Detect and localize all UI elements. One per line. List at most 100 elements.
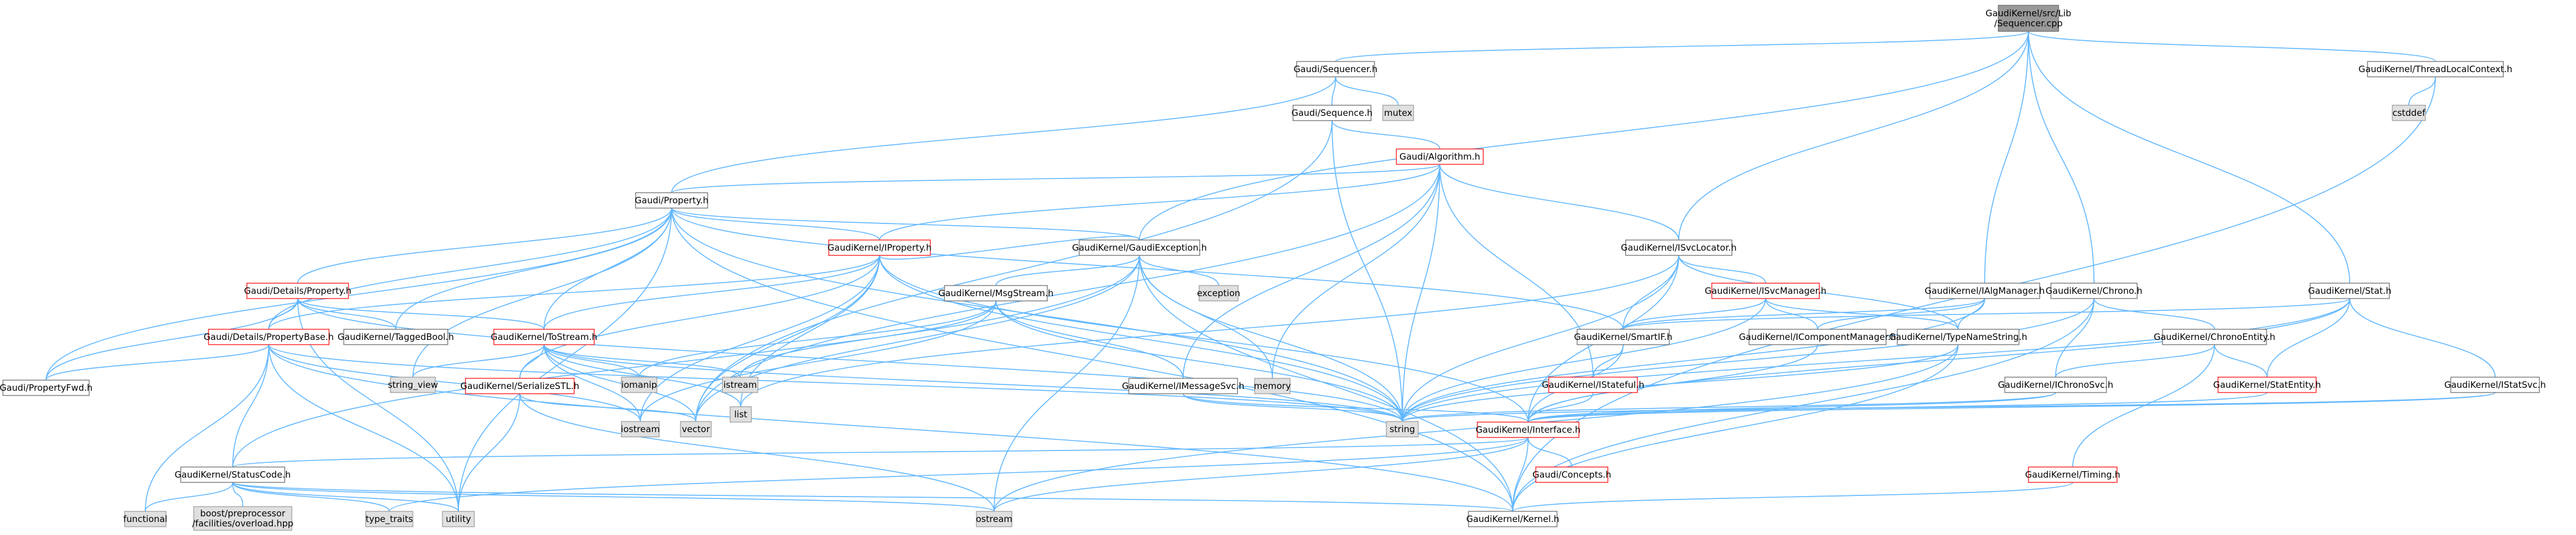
node-box xyxy=(730,406,752,423)
node-stat-h[interactable]: GaudiKernel/Stat.h xyxy=(2308,283,2392,299)
node-propertyfwd-h[interactable]: Gaudi/PropertyFwd.h xyxy=(0,380,93,396)
node-kernel-h[interactable]: GaudiKernel/Kernel.h xyxy=(1466,511,1559,527)
edge-root-to-ialgmanager_h xyxy=(1984,31,2029,284)
node-statuscode-h[interactable]: GaudiKernel/StatusCode.h xyxy=(175,466,291,483)
edge-algorithm_h-to-isvclocator_h xyxy=(1439,164,1679,241)
node-property-h[interactable]: Gaudi/Property.h xyxy=(635,192,709,209)
node-label: GaudiKernel/SerializeSTL.h xyxy=(460,381,579,391)
node-seq-h[interactable]: Gaudi/Sequencer.h xyxy=(1294,61,1377,77)
node-istateful-h[interactable]: GaudiKernel/IStateful.h xyxy=(1542,377,1644,393)
edge-algorithm_h-to-property_h xyxy=(671,164,1441,193)
edge-isvcmanager_h-to-smartif_h xyxy=(1623,298,1766,330)
edge-details_propertybase_h-to-string xyxy=(268,344,1403,422)
edge-details_propertybase_h-to-functional xyxy=(145,344,269,512)
node-details-property-h[interactable]: Gaudi/Details/Property.h xyxy=(244,283,351,299)
edge-gaudiexception_h-to-kernel_h xyxy=(1139,255,1513,512)
node-label: GaudiKernel/IStateful.h xyxy=(1542,380,1644,390)
node-label: GaudiKernel/TaggedBool.h xyxy=(338,332,454,342)
edge-typenamestring_h-to-ostream xyxy=(994,344,1959,512)
edge-msgstream_h-to-imessagesvc_h xyxy=(995,300,1184,379)
node-serializestl-h[interactable]: GaudiKernel/SerializeSTL.h xyxy=(460,378,579,394)
node-taggedbool-h[interactable]: GaudiKernel/TaggedBool.h xyxy=(338,329,454,345)
node-box xyxy=(1897,329,2020,345)
node-label: GaudiKernel/IStatSvc.h xyxy=(2444,380,2546,390)
edge-sequence_h-to-algorithm_h xyxy=(1331,120,1441,150)
node-typenamestring-h[interactable]: GaudiKernel/TypeNameString.h xyxy=(1889,329,2027,345)
node-box xyxy=(2450,377,2540,393)
node-icomponentmanager-h[interactable]: GaudiKernel/IComponentManager.h xyxy=(1739,329,1896,345)
edge-property_h-to-propertyfwd_h xyxy=(45,207,672,381)
node-boost-overload: boost/preprocessor/facilities/overload.h… xyxy=(192,506,294,531)
node-box xyxy=(1382,105,1414,121)
node-box xyxy=(2310,283,2390,299)
edge-gaudiexception_h-to-memory xyxy=(1139,255,1273,379)
node-label: iomanip xyxy=(621,380,657,390)
edge-chronoentity_h-to-statentity_h xyxy=(2214,344,2268,378)
edge-ialgmanager_h-to-icomponentmanager_h xyxy=(1817,298,1985,330)
node-box xyxy=(1079,239,1200,256)
node-istatsvc-h[interactable]: GaudiKernel/IStatSvc.h xyxy=(2444,377,2546,393)
edge-seq_h-to-mutex xyxy=(1335,76,1399,106)
node-threadlocalcontext-h[interactable]: GaudiKernel/ThreadLocalContext.h xyxy=(2359,61,2513,77)
node-list: list xyxy=(730,406,752,423)
node-box xyxy=(193,506,292,531)
node-smartif-h[interactable]: GaudiKernel/SmartIF.h xyxy=(1574,329,1672,345)
node-iostream: iostream xyxy=(621,421,660,437)
node-isvclocator-h[interactable]: GaudiKernel/ISvcLocator.h xyxy=(1621,239,1737,256)
edge-gaudiexception_h-to-exception xyxy=(1139,255,1219,286)
edge-seq_h-to-sequence_h xyxy=(1331,76,1336,106)
node-box xyxy=(2367,61,2504,77)
node-gaudiexception-h[interactable]: GaudiKernel/GaudiException.h xyxy=(1072,239,1207,256)
edge-details_property_h-to-tostream_h xyxy=(297,298,545,330)
edge-seq_h-to-property_h xyxy=(671,76,1336,193)
node-exception: exception xyxy=(1197,285,1240,301)
edge-iproperty_h-to-gaudiexception_h xyxy=(879,235,1140,260)
node-box xyxy=(635,192,708,209)
node-imessagesvc-h[interactable]: GaudiKernel/IMessageSvc.h xyxy=(1122,378,1245,394)
node-label: GaudiKernel/Kernel.h xyxy=(1466,514,1559,524)
node-isvcmanager-h[interactable]: GaudiKernel/ISvcManager.h xyxy=(1705,283,1826,299)
edge-timing_h-to-kernel_h xyxy=(1512,482,2073,512)
edge-iproperty_h-to-interface_h xyxy=(879,255,1529,423)
node-label: Gaudi/Algorithm.h xyxy=(1399,151,1480,162)
node-msgstream-h[interactable]: GaudiKernel/MsgStream.h xyxy=(938,285,1054,301)
node-algorithm-h[interactable]: Gaudi/Algorithm.h xyxy=(1396,148,1484,165)
node-box xyxy=(1929,283,2040,299)
edge-interface_h-to-type_traits xyxy=(389,437,1529,512)
node-label: GaudiKernel/IComponentManager.h xyxy=(1739,332,1896,342)
edge-ialgmanager_h-to-string xyxy=(1402,298,1985,422)
node-label: functional xyxy=(123,514,168,524)
node-statentity-h[interactable]: GaudiKernel/StatEntity.h xyxy=(2213,377,2321,393)
node-box xyxy=(1711,283,1820,299)
node-label: list xyxy=(734,409,747,420)
node-details-propertybase-h[interactable]: Gaudi/Details/PropertyBase.h xyxy=(204,329,334,345)
node-iproperty-h[interactable]: GaudiKernel/IProperty.h xyxy=(828,239,932,256)
node-interface-h[interactable]: GaudiKernel/Interface.h xyxy=(1476,421,1581,438)
edge-serializestl_h-to-ostream xyxy=(519,393,995,512)
node-root[interactable]: GaudiKernel/src/Lib/Sequencer.cpp xyxy=(1985,5,2072,32)
node-vector: vector xyxy=(680,421,712,437)
node-chrono-h[interactable]: GaudiKernel/Chrono.h xyxy=(2046,283,2142,299)
edge-chronoentity_h-to-ichronosvc_h xyxy=(2055,344,2215,378)
node-box xyxy=(208,329,330,345)
edge-statuscode_h-to-kernel_h xyxy=(232,482,1513,512)
node-timing-h[interactable]: GaudiKernel/Timing.h xyxy=(2025,466,2121,483)
edge-msgstream_h-to-string xyxy=(995,300,1403,422)
edge-root-to-seq_h xyxy=(1335,31,2029,62)
node-label: GaudiKernel/Stat.h xyxy=(2308,286,2392,296)
node-chronoentity-h[interactable]: GaudiKernel/ChronoEntity.h xyxy=(2154,329,2275,345)
node-ichronosvc-h[interactable]: GaudiKernel/IChronoSvc.h xyxy=(1998,377,2113,393)
edge-statuscode_h-to-functional xyxy=(145,482,233,512)
node-mutex: mutex xyxy=(1382,105,1414,121)
edge-stat_h-to-istatsvc_h xyxy=(2349,298,2496,378)
node-utility: utility xyxy=(442,511,475,527)
node-box xyxy=(1577,329,1670,345)
edge-stat_h-to-smartif_h xyxy=(1623,298,2350,330)
node-tostream-h[interactable]: GaudiKernel/ToStream.h xyxy=(491,329,598,345)
node-box xyxy=(1998,5,2059,32)
node-concepts-h[interactable]: Gaudi/Concepts.h xyxy=(1532,466,1611,483)
edge-istatsvc_h-to-string xyxy=(1402,392,2496,422)
node-ialgmanager-h[interactable]: GaudiKernel/IAlgManager.h xyxy=(1924,283,2045,299)
node-sequence-h[interactable]: Gaudi/Sequence.h xyxy=(1291,105,1373,121)
